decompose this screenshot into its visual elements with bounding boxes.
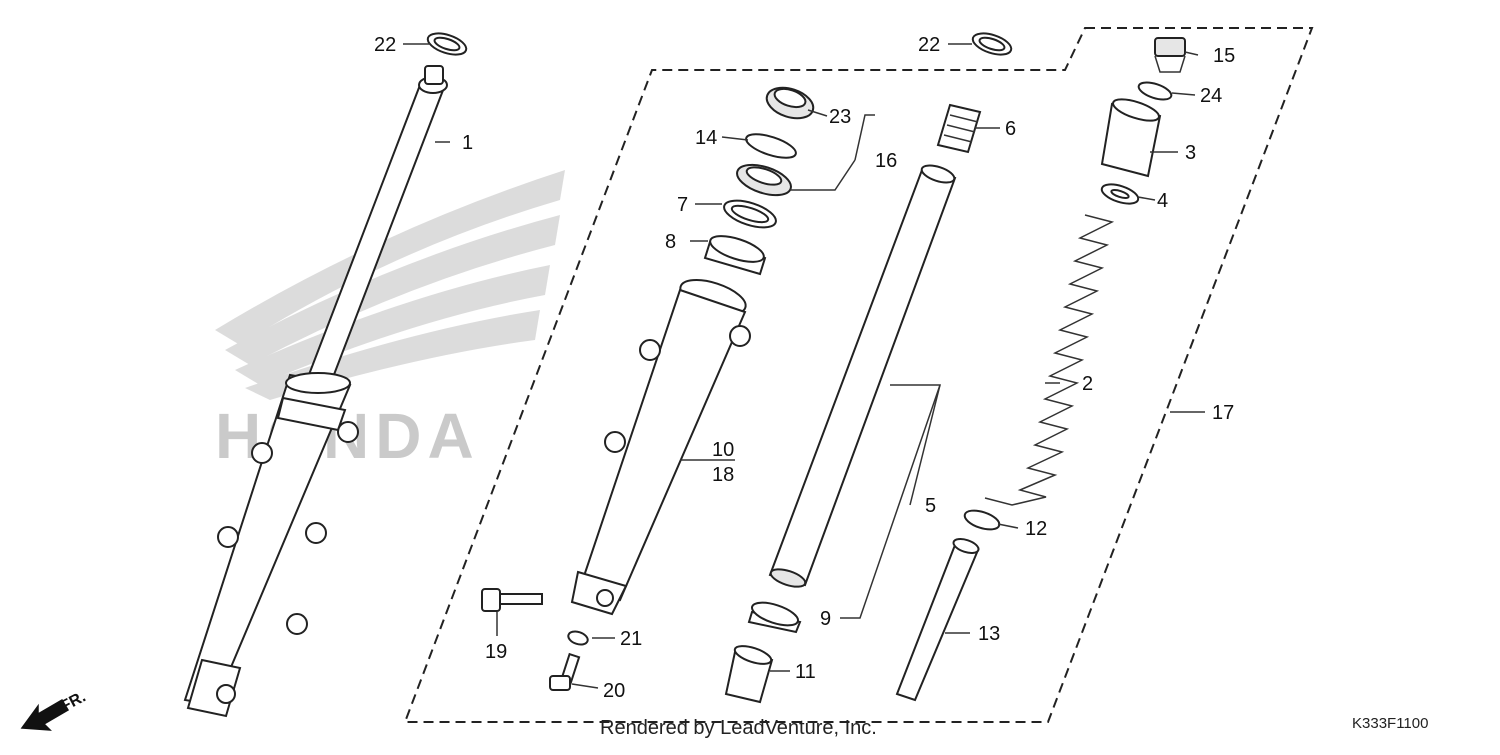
part-4-spring-seat — [1100, 183, 1140, 205]
part-11-oil-lock-piece — [724, 645, 774, 704]
callout-20: 20 — [603, 680, 625, 702]
part-10-18-fork-slider — [570, 279, 751, 616]
part-2-fork-spring — [984, 214, 1115, 506]
callout-3: 3 — [1185, 142, 1196, 164]
front-direction-marker: FR. — [20, 688, 89, 731]
leader-lines — [403, 43, 1205, 689]
part-16-oil-seal — [736, 163, 792, 197]
part-15-fork-bolt — [1154, 37, 1186, 73]
part-14-stopper-ring — [745, 133, 797, 159]
callout-13: 13 — [978, 623, 1000, 645]
callout-9: 9 — [820, 608, 831, 630]
callout-14: 14 — [695, 127, 717, 149]
callout-18: 18 — [712, 464, 734, 486]
front-arrow-icon — [20, 698, 70, 731]
callout-labels: 1 2 3 4 5 6 7 8 9 10 11 12 13 14 15 16 1… — [374, 34, 1235, 702]
part-20-socket-bolt — [549, 652, 581, 691]
part-9-slider-bushing — [747, 601, 802, 634]
callout-16: 16 — [875, 150, 897, 172]
part-12-piston-ring — [963, 509, 1001, 531]
part-13-fork-piston — [895, 538, 980, 702]
callout-19: 19 — [485, 641, 507, 663]
callout-24: 24 — [1200, 85, 1222, 107]
part-8-guide-bushing — [703, 235, 767, 276]
callout-8: 8 — [665, 231, 676, 253]
callout-5: 5 — [925, 495, 936, 517]
callout-22-right: 22 — [918, 34, 940, 56]
part-21-washer — [567, 630, 589, 646]
part-19-bolt — [481, 588, 543, 612]
part-22-right-ring — [971, 32, 1013, 56]
part-6-rebound-spring — [936, 103, 982, 154]
render-credit: Rendered by LeadVenture, Inc. — [600, 717, 877, 739]
callout-4: 4 — [1157, 190, 1168, 212]
callout-1: 1 — [462, 132, 473, 154]
callout-15: 15 — [1213, 45, 1235, 67]
part-22-left-ring — [426, 32, 468, 56]
part-1-fork-assembly — [183, 65, 448, 718]
callout-10: 10 — [712, 439, 734, 461]
callout-6: 6 — [1005, 118, 1016, 140]
callout-17: 17 — [1212, 402, 1234, 424]
callout-22-left: 22 — [374, 34, 396, 56]
part-23-dust-seal — [765, 86, 815, 120]
part-5-fork-pipe — [768, 164, 957, 588]
callout-2: 2 — [1082, 373, 1093, 395]
part-3-spacer — [1100, 98, 1162, 178]
part-7-back-up-ring — [723, 199, 777, 229]
diagram-code: K333F1100 — [1352, 715, 1428, 732]
callout-23: 23 — [829, 106, 851, 128]
callout-7: 7 — [677, 194, 688, 216]
callout-11: 11 — [795, 661, 816, 683]
assembly-17-outline — [403, 27, 1314, 723]
callout-21: 21 — [620, 628, 642, 650]
part-24-o-ring — [1137, 81, 1173, 101]
callout-12: 12 — [1025, 518, 1047, 540]
